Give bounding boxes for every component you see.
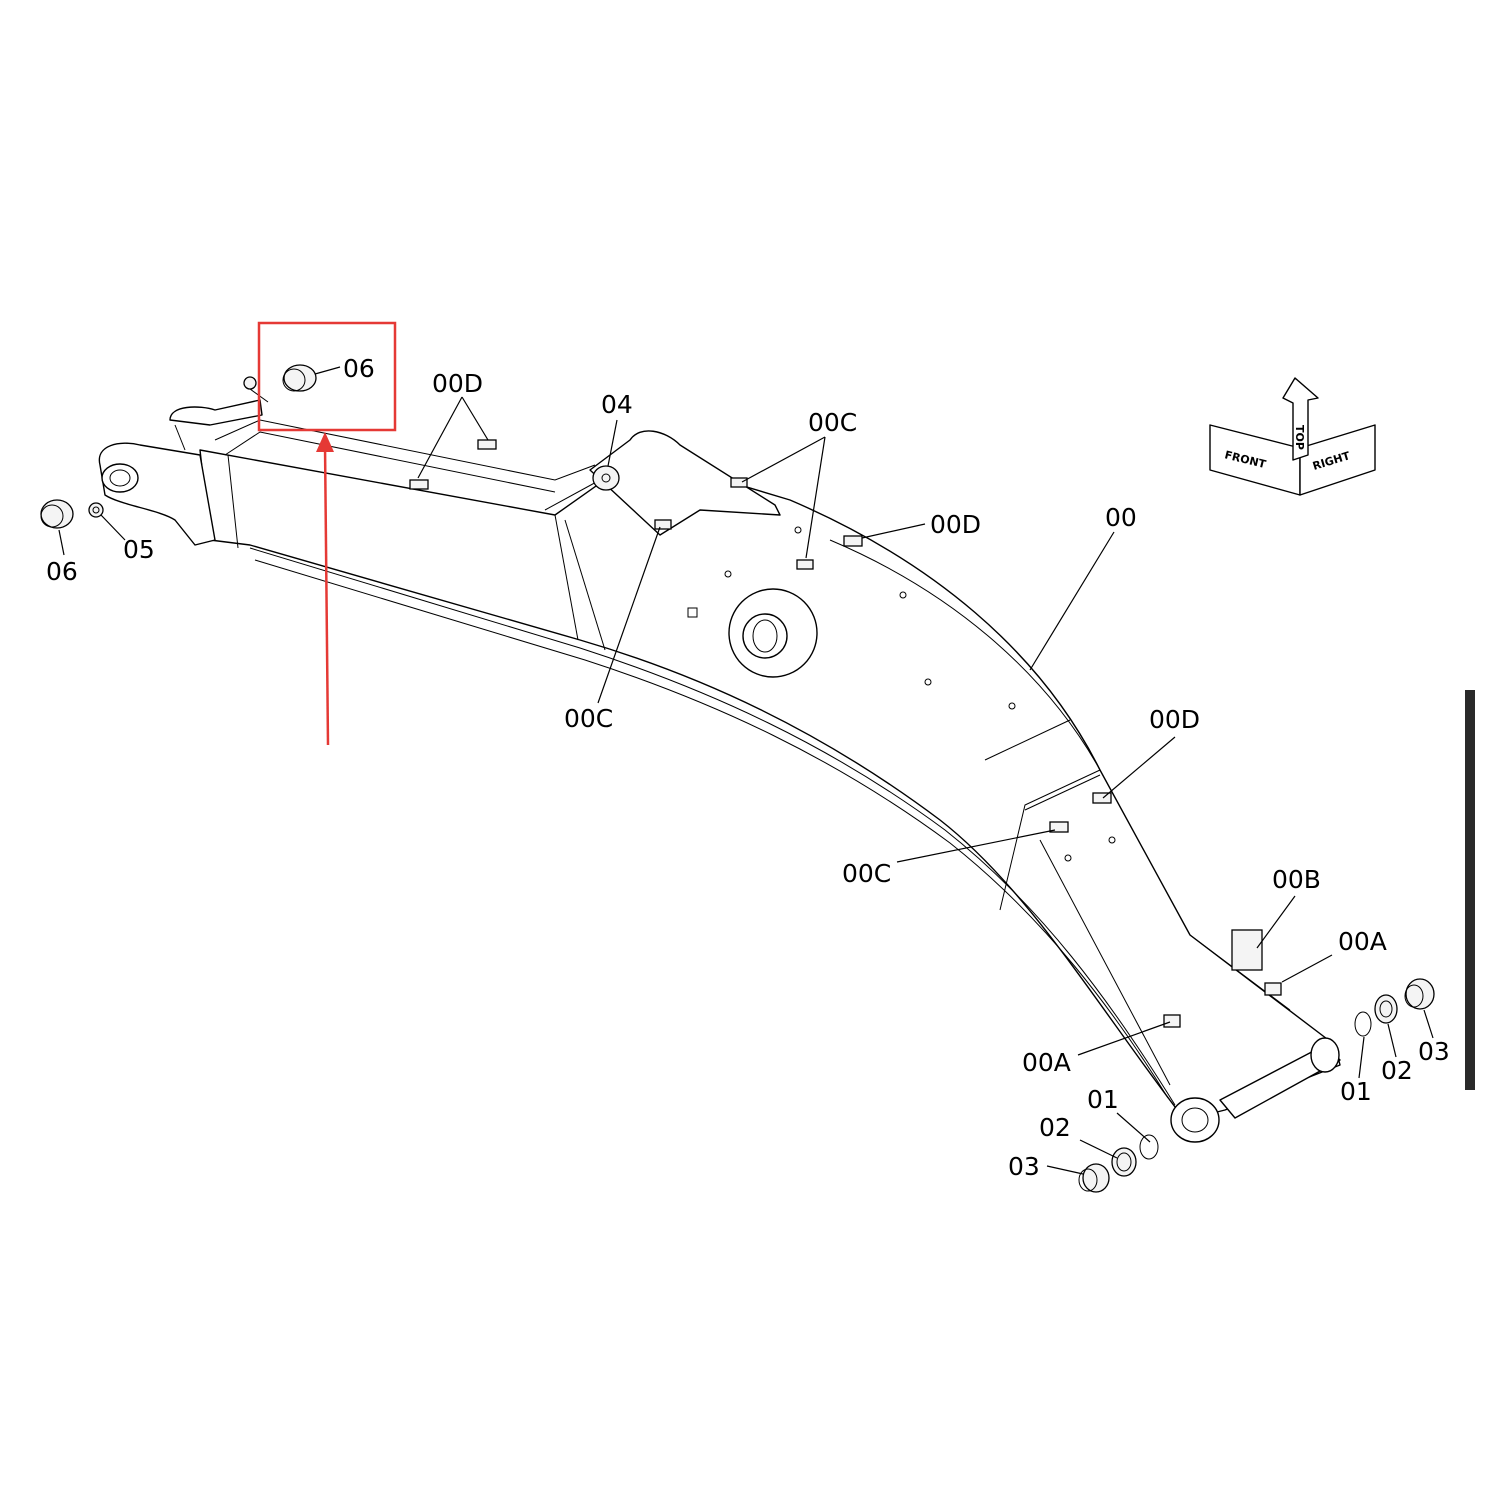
callout-03-left: 03 bbox=[1008, 1152, 1040, 1181]
grease-nipple bbox=[243, 376, 269, 403]
direction-indicator: FRONT TOP RIGHT bbox=[1209, 377, 1376, 496]
part-set-right bbox=[1354, 978, 1435, 1037]
callout-00C-top: 00C bbox=[808, 408, 857, 437]
part-06-left bbox=[40, 499, 74, 529]
callout-06-top: 06 bbox=[343, 354, 375, 383]
callout-04: 04 bbox=[601, 390, 633, 419]
part-04 bbox=[592, 465, 620, 491]
callout-01-right: 01 bbox=[1340, 1077, 1372, 1106]
callout-00C-low: 00C bbox=[842, 859, 891, 888]
part-set-left-bottom bbox=[1078, 1134, 1159, 1193]
highlight-arrow-head bbox=[316, 432, 334, 452]
callout-00D-top: 00D bbox=[432, 369, 483, 398]
callout-02-left: 02 bbox=[1039, 1113, 1071, 1142]
callout-00D-right: 00D bbox=[1149, 705, 1200, 734]
callout-06-left: 06 bbox=[46, 557, 78, 586]
part-05 bbox=[88, 502, 104, 518]
direction-top-label: TOP bbox=[1293, 425, 1306, 450]
callout-05: 05 bbox=[123, 535, 155, 564]
callout-00: 00 bbox=[1105, 503, 1137, 532]
rear-boss bbox=[98, 399, 263, 546]
callout-02-right: 02 bbox=[1381, 1056, 1413, 1085]
part-06-top bbox=[282, 364, 317, 392]
highlight-arrow-shaft bbox=[323, 444, 330, 746]
leader-lines bbox=[58, 366, 1434, 1175]
callout-00D-mid: 00D bbox=[930, 510, 981, 539]
arm-body bbox=[199, 419, 1341, 1121]
highlight-box bbox=[257, 321, 397, 432]
callout-00B: 00B bbox=[1272, 865, 1321, 894]
callout-00C-mid: 00C bbox=[564, 704, 613, 733]
callout-labels: 06 06 05 04 00 00D 00D 00D 00C 00C 00C 0… bbox=[46, 354, 1450, 1181]
scan-edge bbox=[1465, 690, 1475, 1090]
bucket-end bbox=[1170, 1037, 1341, 1143]
callout-01-left: 01 bbox=[1087, 1085, 1119, 1114]
callout-03-right: 03 bbox=[1418, 1037, 1450, 1066]
highlight-annotation bbox=[257, 321, 397, 746]
callout-00A-right: 00A bbox=[1338, 927, 1387, 956]
callout-00A-left: 00A bbox=[1022, 1048, 1071, 1077]
